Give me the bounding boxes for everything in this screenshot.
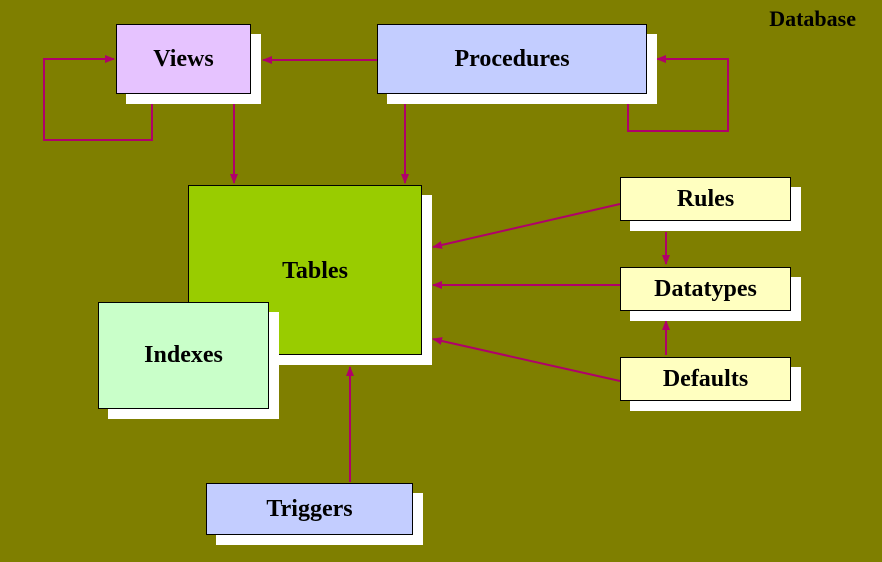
node-triggers: Triggers <box>206 483 413 535</box>
diagram-title: Database <box>769 6 856 31</box>
edge-procedures-self-loop <box>627 55 729 132</box>
edge-defaults-to-tables <box>432 337 621 382</box>
edge-views-self-loop <box>43 55 153 141</box>
node-indexes: Indexes <box>98 302 269 409</box>
node-defaults: Defaults <box>620 357 791 401</box>
edge-rules-to-tables <box>432 203 621 249</box>
node-procedures: Procedures <box>377 24 647 94</box>
node-views: Views <box>116 24 251 94</box>
node-rules: Rules <box>620 177 791 221</box>
node-datatypes: Datatypes <box>620 267 791 311</box>
